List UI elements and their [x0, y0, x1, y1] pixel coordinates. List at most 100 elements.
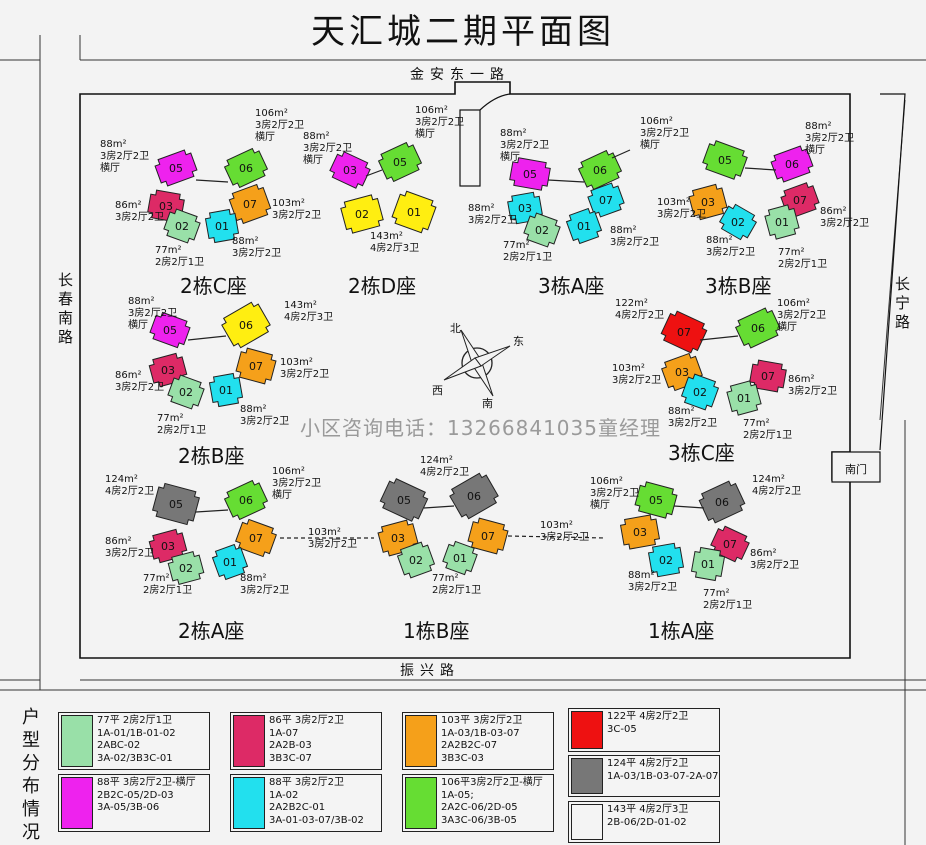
- unit-block: 01: [391, 190, 437, 234]
- unit-label: 124m² 4房2厅2卫: [420, 455, 470, 478]
- unit-block: 02: [340, 194, 384, 234]
- unit-number: 06: [715, 496, 729, 509]
- building-2d: 2栋D座: [348, 274, 417, 298]
- unit-block: 05: [702, 140, 748, 180]
- unit-block: 02: [167, 551, 205, 585]
- road-north: 金安东一路: [410, 67, 510, 83]
- legend-item: 103平 3房2厅2卫 1A-03/1B-03-07 2A2B2C-07 3B3…: [402, 712, 554, 770]
- compass-rose: [443, 329, 511, 397]
- unit-block: 06: [223, 147, 269, 189]
- compass-east: 东: [513, 335, 524, 348]
- unit-number: 05: [523, 168, 537, 181]
- unit-label: 88m² 3房2厅2卫: [628, 570, 678, 593]
- unit-block: 07: [228, 183, 272, 225]
- unit-block: 06: [221, 301, 271, 349]
- unit-number: 06: [239, 319, 253, 332]
- unit-number: 03: [518, 202, 532, 215]
- unit-label: 106m² 3房2厅2卫 横厅: [777, 298, 827, 333]
- unit-number: 07: [793, 194, 807, 207]
- unit-label: 106m² 3房2厅2卫 横厅: [255, 108, 305, 143]
- unit-label: 88m² 3房2厅2卫: [610, 225, 660, 248]
- unit-label: 86m² 3房2厅2卫: [105, 536, 155, 559]
- unit-number: 05: [718, 154, 732, 167]
- unit-number: 07: [243, 198, 257, 211]
- legend-text: 86平 3房2厅2卫 1A-07 2A2B-03 3B3C-07: [269, 715, 344, 764]
- unit-label: 77m² 2房2厅1卫: [778, 247, 828, 270]
- legend-item: 143平 4房2厅3卫 2B-06/2D-01-02: [568, 801, 720, 843]
- unit-label: 106m² 3房2厅2卫 横厅: [590, 476, 640, 511]
- unit-number: 03: [343, 164, 357, 177]
- unit-block: 01: [726, 380, 762, 416]
- compass-west: 西: [432, 384, 443, 397]
- unit-label: 77m² 2房2厅1卫: [155, 245, 205, 268]
- unit-block: 06: [734, 307, 782, 349]
- unit-label: 88m² 3房2厅2卫 横厅: [303, 131, 353, 166]
- unit-number: 03: [391, 532, 405, 545]
- unit-label: 143m² 4房2厅3卫: [370, 231, 420, 254]
- unit-label: 103m² 3房2厅2卫: [308, 527, 358, 550]
- unit-number: 07: [481, 530, 495, 543]
- unit-number: 03: [633, 526, 647, 539]
- unit-block: 03: [619, 514, 661, 550]
- unit-number: 05: [393, 156, 407, 169]
- unit-label: 88m² 3房2厅2卫 横厅: [805, 121, 855, 156]
- road-east: 长宁路: [893, 276, 911, 333]
- unit-block: 05: [151, 482, 201, 526]
- unit-number: 01: [219, 384, 233, 397]
- unit-block: 07: [780, 182, 820, 218]
- legend-swatch: [233, 715, 265, 767]
- unit-block: 06: [770, 145, 814, 183]
- connector-line: [547, 179, 585, 183]
- legend-swatch: [571, 711, 603, 749]
- legend-item: 77平 2房2厅1卫 1A-01/1B-01-02 2ABC-02 3A-02/…: [58, 712, 210, 770]
- unit-number: 06: [239, 494, 253, 507]
- legend-swatch: [571, 804, 603, 840]
- legend-item: 88平 3房2厅2卫 1A-02 2A2B2C-01 3A-01-03-07/3…: [230, 774, 382, 832]
- unit-number: 02: [179, 562, 193, 575]
- unit-block: 07: [235, 518, 277, 558]
- connector-line: [195, 509, 229, 513]
- unit-label: 88m² 3房2厅2卫 横厅: [500, 128, 550, 163]
- legend-item: 86平 3房2厅2卫 1A-07 2A2B-03 3B3C-07: [230, 712, 382, 770]
- unit-label: 86m² 3房2厅2卫: [115, 200, 165, 223]
- legend-text: 143平 4房2厅3卫 2B-06/2D-01-02: [607, 804, 689, 828]
- unit-block: 01: [764, 204, 800, 240]
- legend-swatch: [233, 777, 265, 829]
- unit-block: 05: [154, 149, 198, 187]
- unit-number: 05: [169, 498, 183, 511]
- connector-line: [365, 169, 383, 177]
- connector-line: [744, 167, 777, 171]
- legend-text: 88平 3房2厅2卫-横厅 2B2C-05/2D-03 3A-05/3B-06: [97, 777, 196, 813]
- unit-block: 07: [467, 517, 509, 555]
- unit-label: 77m² 2房2厅1卫: [743, 418, 793, 441]
- legend-text: 106平3房2厅2卫-横厅 1A-05; 2A2C-06/2D-05 3A3C-…: [441, 777, 543, 826]
- legend-text: 103平 3房2厅2卫 1A-03/1B-03-07 2A2B2C-07 3B3…: [441, 715, 523, 764]
- connector-line: [423, 505, 455, 509]
- unit-number: 05: [169, 162, 183, 175]
- unit-block: 05: [509, 157, 551, 191]
- unit-number: 01: [577, 220, 591, 233]
- legend-item: 124平 4房2厅2卫 1A-03/1B-03-07-2A-07: [568, 755, 720, 797]
- legend-item: 88平 3房2厅2卫-横厅 2B2C-05/2D-03 3A-05/3B-06: [58, 774, 210, 832]
- unit-number: 03: [161, 540, 175, 553]
- unit-block: 01: [204, 208, 240, 244]
- unit-label: 88m² 3房2厅2卫: [706, 235, 756, 258]
- unit-label: 88m² 3房2厅2卫 横厅: [100, 139, 150, 174]
- unit-number: 03: [161, 364, 175, 377]
- unit-label: 103m² 3房2厅2卫: [657, 197, 707, 220]
- unit-block: 03: [329, 151, 371, 189]
- unit-block: 07: [660, 310, 708, 354]
- unit-number: 01: [453, 552, 467, 565]
- unit-number: 07: [723, 538, 737, 551]
- unit-number: 01: [737, 392, 751, 405]
- legend-text: 124平 4房2厅2卫 1A-03/1B-03-07-2A-07: [607, 758, 719, 782]
- unit-label: 77m² 2房2厅1卫: [432, 573, 482, 596]
- building-1b: 1栋B座: [403, 619, 470, 643]
- page-title: 天汇城二期平面图: [311, 12, 615, 52]
- unit-number: 06: [467, 490, 481, 503]
- unit-block: 01: [208, 372, 244, 408]
- phone-watermark: 小区咨询电话：13266841035童经理: [300, 416, 661, 440]
- unit-label: 86m² 3房2厅2卫: [820, 206, 870, 229]
- compass-south: 南: [482, 397, 493, 410]
